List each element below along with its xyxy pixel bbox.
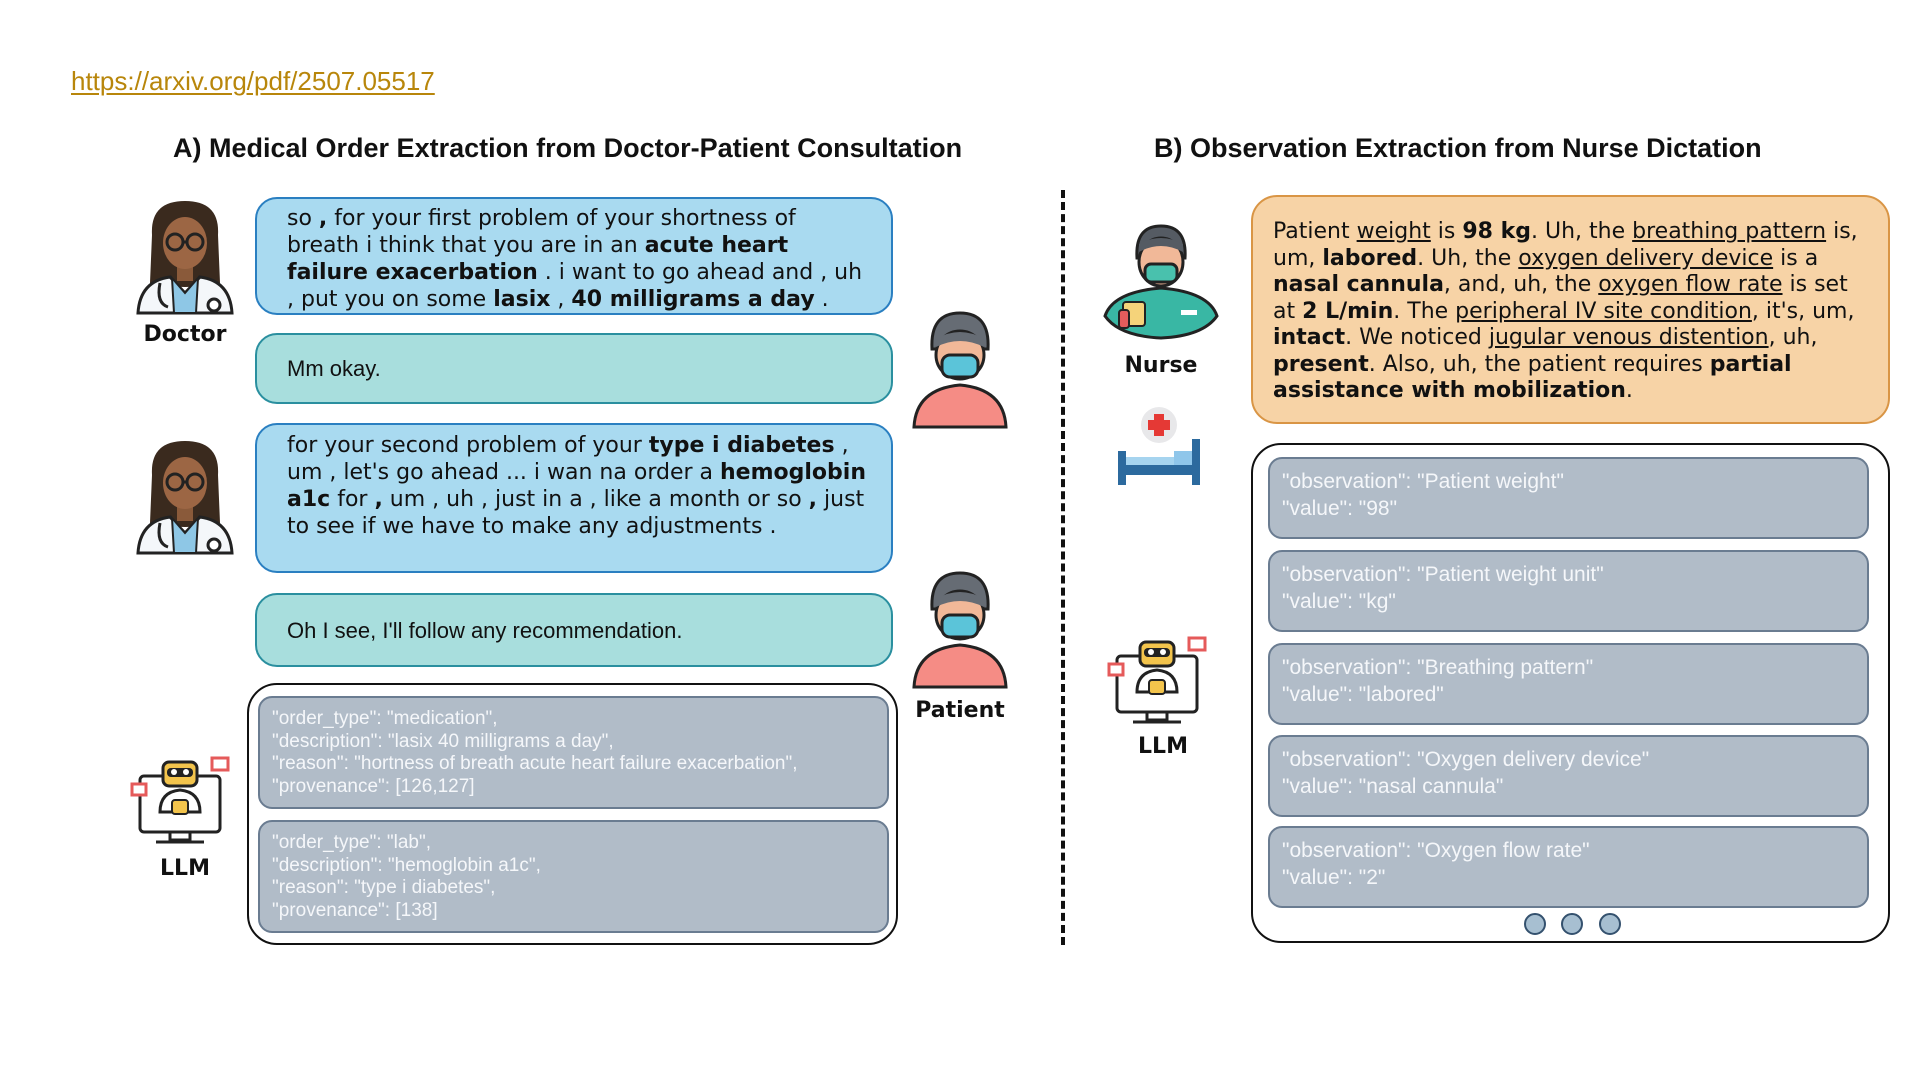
observation-card: "observation": "Breathing pattern" "valu… [1268,643,1869,725]
pagination-dot[interactable] [1599,913,1621,935]
text-run: for your second problem of your [287,433,649,458]
text-run: intact [1273,325,1346,350]
order-description-line: "description": "hemoglobin a1c", [272,854,541,876]
observation-value-line: "value": "labored" [1282,683,1444,706]
observation-value-line: "value": "nasal cannula" [1282,775,1504,798]
text-run: . Uh, the [1531,219,1633,244]
text-run: . [814,287,829,312]
patient-label: Patient [915,698,1005,723]
section-divider [1061,190,1065,945]
order-reason-line: "reason": "hortness of breath acute hear… [272,753,798,774]
patient-icon [912,311,1008,429]
text-run: . [1625,378,1633,403]
llm-robot-icon [1107,636,1207,724]
text-run: . The [1393,298,1456,324]
observation-name-line: "observation": "Oxygen flow rate" [1282,839,1590,862]
order-card: "order_type": "lab", "description": "hem… [258,820,889,933]
text-run: oxygen flow rate [1598,272,1783,297]
text-run: , uh, [1768,325,1818,350]
order-description-line: "description": "lasix 40 milligrams a da… [272,730,614,752]
text-run: so [287,206,319,231]
nurse-dictation: Patient weight is 98 kg. Uh, the breathi… [1251,195,1890,424]
text-run: for your first problem of your shortness… [287,206,796,258]
text-run: is, um, [1273,219,1858,271]
text-run: labored [1322,245,1418,271]
section-b-title: B) Observation Extraction from Nurse Dic… [1154,133,1762,163]
text-run: present [1273,351,1369,377]
text-run: just to see if we have to make any adjus… [287,487,865,539]
observation-name-line: "observation": "Patient weight" [1282,470,1564,493]
text-run: 2 L/min [1302,298,1394,324]
observation-name-line: "observation": "Breathing pattern" [1282,656,1594,679]
patient-utterance-2: Oh I see, I'll follow any recommendation… [255,593,893,667]
pagination-dot[interactable] [1524,913,1546,935]
observation-card: "observation": "Patient weight" "value":… [1268,457,1869,539]
llm-label-b: LLM [1138,734,1188,759]
patient-utterance-2-text: Oh I see, I'll follow any recommendation… [287,617,683,643]
text-run: hemoglobin a1c [287,460,866,512]
order-card: "order_type": "medication", "description… [258,696,889,809]
llm-label-a: LLM [160,856,210,881]
observation-value-line: "value": "98" [1282,497,1398,520]
text-run: type i diabetes [648,433,835,458]
text-run: partial assistance with mobilization [1273,351,1792,404]
text-run: 40 milligrams a day [571,287,815,312]
observation-value-line: "value": "kg" [1282,590,1396,613]
doctor-utterance-2: for your second problem of your type i d… [255,423,893,573]
text-run: um , uh , just in a , like a month or so [382,487,809,512]
text-run: is a [1773,245,1819,271]
text-run: , [374,487,383,512]
nurse-label: Nurse [1124,353,1198,378]
doctor-label: Doctor [143,322,227,347]
patient-utterance-1-text: Mm okay. [287,356,381,381]
source-link[interactable]: https://arxiv.org/pdf/2507.05517 [71,66,435,96]
text-run: 98 kg [1462,219,1532,244]
doctor-utterance-1: so , for your first problem of your shor… [255,197,893,315]
text-run: lasix [493,287,551,312]
text-run: . We noticed [1345,325,1489,350]
text-run: jugular venous distention [1488,325,1769,350]
text-run: Patient [1273,219,1357,244]
nurse-icon [1103,224,1219,340]
observation-name-line: "observation": "Oxygen delivery device" [1282,748,1650,771]
pagination-dot[interactable] [1561,913,1583,935]
order-type-line: "order_type": "lab", [272,832,432,853]
patient-utterance-1: Mm okay. [255,333,893,404]
text-run: . Also, uh, the patient requires [1368,351,1710,377]
text-run: oxygen delivery device [1518,245,1774,271]
order-provenance-line: "provenance": [138] [272,899,438,921]
text-run: , and, uh, the [1443,272,1599,297]
observation-card: "observation": "Oxygen flow rate" "value… [1268,826,1869,908]
doctor-icon [136,441,234,555]
text-run: is set at [1273,272,1848,324]
observation-value-line: "value": "2" [1282,866,1386,889]
text-run: is [1430,219,1463,244]
llm-robot-icon [130,756,230,844]
order-provenance-line: "provenance": [126,127] [272,775,475,797]
observation-name-line: "observation": "Patient weight unit" [1282,563,1604,586]
observation-card: "observation": "Oxygen delivery device" … [1268,735,1869,817]
text-run: . Uh, the [1417,245,1519,271]
text-run: , [550,287,572,312]
text-run: , it's, um, [1751,298,1855,324]
text-run: , [318,206,328,231]
text-run: nasal cannula [1273,272,1444,297]
text-run: peripheral IV site condition [1455,298,1752,324]
doctor-icon [136,201,234,315]
observation-card: "observation": "Patient weight unit" "va… [1268,550,1869,632]
order-reason-line: "reason": "type i diabetes", [272,877,496,898]
text-run: acute heart failure exacerbation [287,233,789,285]
hospital-bed-icon [1118,407,1200,485]
text-run: , um , let's go ahead ... i wan na order… [287,433,849,485]
section-a-title: A) Medical Order Extraction from Doctor-… [173,133,963,163]
text-run: . i want to go ahead and , uh , put you … [287,260,863,312]
text-run: for [330,487,375,512]
text-run: , [808,487,818,512]
patient-icon [912,571,1008,689]
text-run: weight [1356,219,1431,244]
text-run: breathing pattern [1632,219,1827,244]
order-type-line: "order_type": "medication", [272,708,498,729]
